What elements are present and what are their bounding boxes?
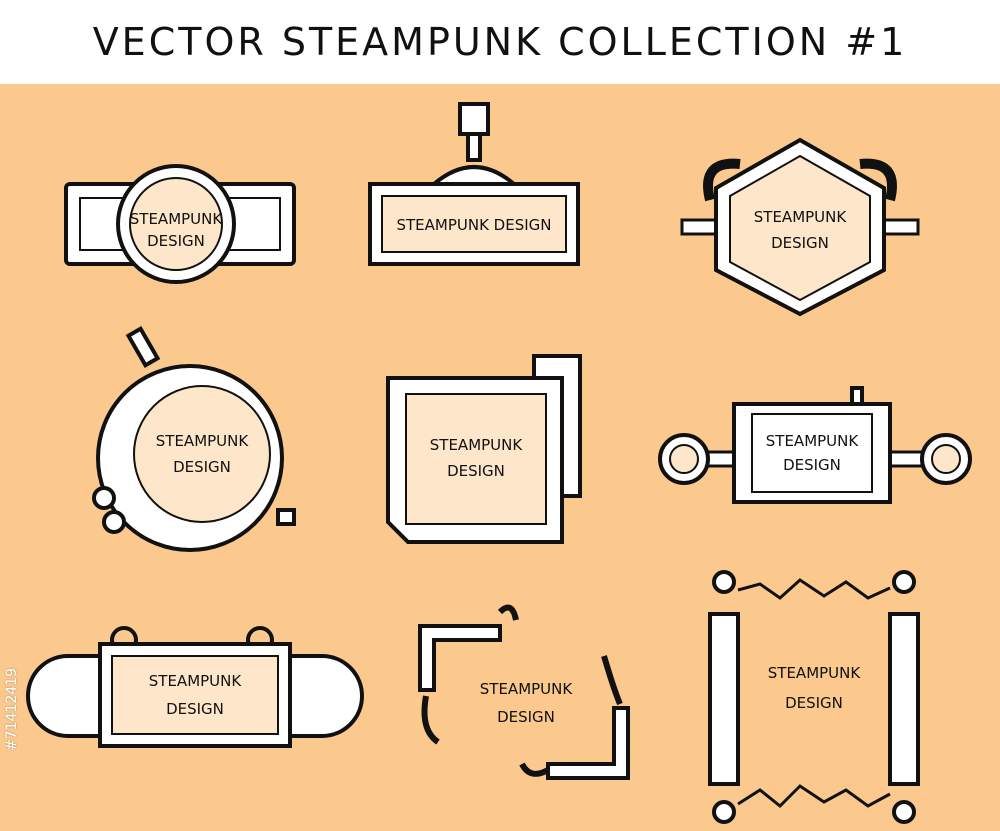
badge-pipe-plate: STEAMPUNK DESIGN xyxy=(368,102,580,266)
badge-1-line-2: DESIGN xyxy=(147,232,205,250)
badge-porthole: STEAMPUNK DESIGN xyxy=(92,326,296,552)
badge-hexagon-hoses: STEAMPUNK DESIGN xyxy=(680,137,920,317)
badge-cylinder-gears: STEAMPUNK DESIGN xyxy=(658,386,972,504)
badge-9-line-2: DESIGN xyxy=(785,694,843,712)
watermark-id: #71412419 xyxy=(4,668,20,752)
badge-7-line-2: DESIGN xyxy=(166,700,224,718)
badge-riveted-box: STEAMPUNK DESIGN xyxy=(386,354,582,544)
badge-9-line-1: STEAMPUNK xyxy=(768,664,862,682)
badge-7-line-1: STEAMPUNK xyxy=(149,672,243,690)
badge-collection-panel: STEAMPUNK DESIGN STEAMPUNK DESIGN STEAMP… xyxy=(0,84,1000,831)
badge-8-line-2: DESIGN xyxy=(497,708,555,726)
badge-capsule-plate: STEAMPUNK DESIGN xyxy=(26,626,364,748)
badge-3-line-1: STEAMPUNK xyxy=(754,208,848,226)
badge-8-line-1: STEAMPUNK xyxy=(480,680,574,698)
badge-6-line-1: STEAMPUNK xyxy=(766,432,860,450)
badge-4-line-2: DESIGN xyxy=(173,458,231,476)
badge-5-line-2: DESIGN xyxy=(447,462,505,480)
badge-electric-frame: STEAMPUNK DESIGN xyxy=(708,570,920,824)
badge-5-line-1: STEAMPUNK xyxy=(430,436,524,454)
badge-4-line-1: STEAMPUNK xyxy=(156,432,250,450)
badge-corner-pipes: STEAMPUNK DESIGN xyxy=(418,604,630,780)
badge-round-window: STEAMPUNK DESIGN xyxy=(64,164,296,284)
badge-3-line-2: DESIGN xyxy=(771,234,829,252)
page-title: VECTOR STEAMPUNK COLLECTION #1 xyxy=(0,0,1000,84)
badge-6-line-2: DESIGN xyxy=(783,456,841,474)
badge-2-line-1: STEAMPUNK DESIGN xyxy=(396,216,551,234)
badge-1-line-1: STEAMPUNK xyxy=(130,210,224,228)
badge-collection-svg: STEAMPUNK DESIGN STEAMPUNK DESIGN STEAMP… xyxy=(0,84,1000,831)
